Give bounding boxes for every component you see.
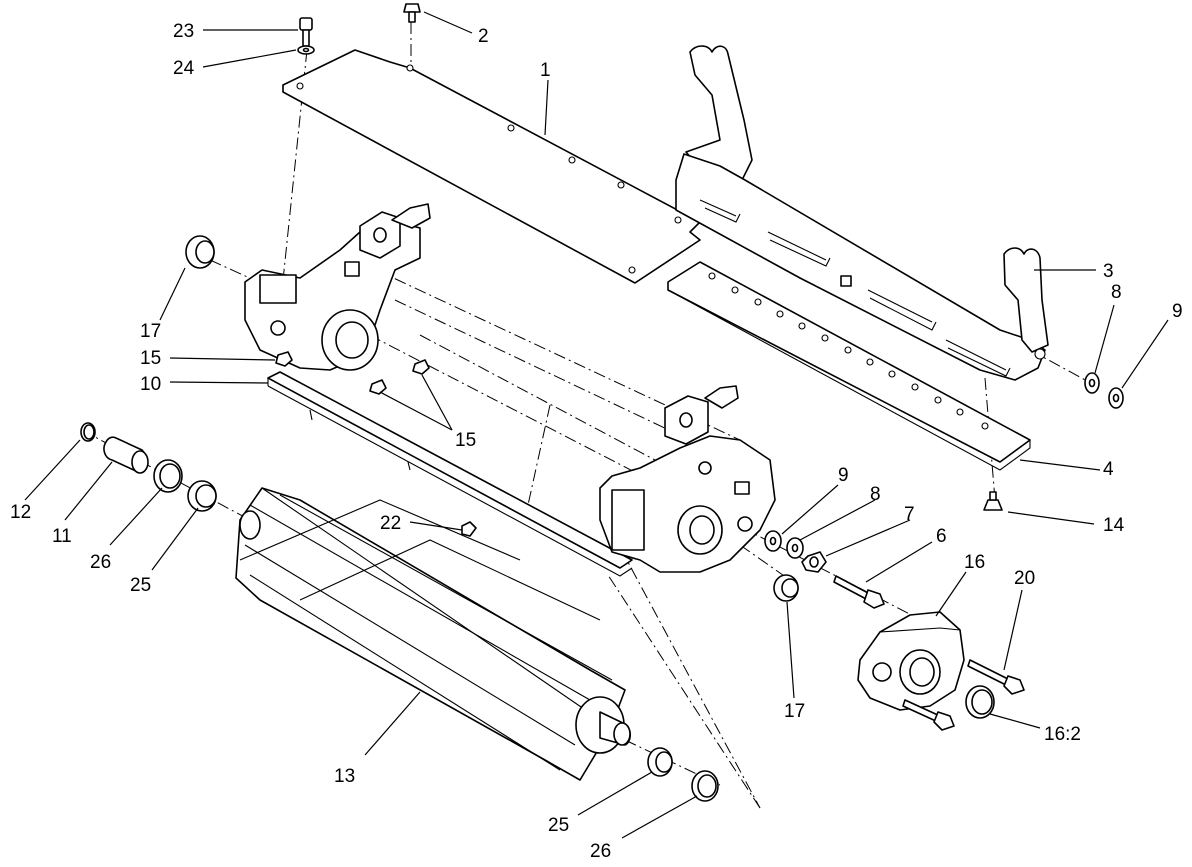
- callout-2: 2: [478, 26, 489, 47]
- callout-12: 12: [10, 502, 31, 523]
- hex-nuts-15: [275, 351, 430, 395]
- callout-4: 4: [1103, 459, 1114, 480]
- callout-9-upper: 9: [1172, 301, 1183, 322]
- callout-8-upper: 8: [1111, 282, 1122, 303]
- bedknife-bar: [667, 261, 1031, 471]
- callout-10: 10: [140, 374, 161, 395]
- callout-17-left: 17: [140, 321, 161, 342]
- callout-26-right: 26: [590, 841, 611, 862]
- callout-9-lower: 9: [838, 465, 849, 486]
- retaining-ring-12: [80, 422, 96, 442]
- right-washers-lower: [764, 530, 804, 559]
- callout-1: 1: [540, 60, 551, 81]
- seal-26-right: [691, 770, 719, 802]
- callout-labels: 23 24 2 1 3 8 9 4 14 17 15 10 15 12 11 2…: [10, 21, 1183, 862]
- housing-bolts-20: [902, 659, 1025, 731]
- callout-15-right: 15: [455, 430, 476, 451]
- screw-22: [461, 521, 477, 537]
- callout-26-left: 26: [90, 552, 111, 573]
- callout-7: 7: [904, 504, 915, 525]
- callout-24: 24: [173, 58, 195, 79]
- callout-25-right: 25: [548, 815, 569, 836]
- callout-11: 11: [52, 526, 72, 547]
- cutting-reel: [235, 487, 632, 781]
- callout-16-2: 16:2: [1044, 724, 1081, 745]
- o-ring-16-2: [965, 685, 995, 719]
- callout-22: 22: [380, 513, 401, 534]
- callout-17-right: 17: [784, 701, 805, 722]
- bolt-6: [833, 575, 885, 609]
- top-plate-screw: [403, 3, 421, 23]
- callout-25-left: 25: [130, 575, 151, 596]
- motor-housing: [857, 611, 965, 711]
- top-screw-and-washer: [297, 17, 315, 55]
- callout-14: 14: [1103, 515, 1125, 536]
- callout-16: 16: [964, 552, 985, 573]
- flange-nut-7: [801, 551, 827, 573]
- callout-23: 23: [173, 21, 194, 42]
- bottom-shield-strip: [267, 371, 633, 577]
- bearing-25-right: [647, 747, 673, 777]
- callout-20: 20: [1014, 568, 1035, 589]
- right-bearing-17: [773, 574, 799, 602]
- bearing-25-left: [187, 480, 217, 512]
- callout-15-left: 15: [140, 348, 161, 369]
- callout-13: 13: [334, 766, 355, 787]
- callout-3: 3: [1103, 261, 1114, 282]
- callout-6: 6: [936, 526, 947, 547]
- left-side-plate: [244, 203, 431, 371]
- bedknife-screw: [983, 491, 1003, 511]
- spacer-11: [103, 436, 149, 474]
- callout-8-lower: 8: [870, 484, 881, 505]
- left-bearing-17: [185, 235, 215, 269]
- seal-26-left: [153, 459, 183, 493]
- side-frame-with-arms: [675, 45, 1049, 381]
- top-shield-plate: [282, 49, 701, 284]
- leader-lines: [24, 11, 1169, 839]
- right-washers-upper: [1084, 372, 1124, 409]
- right-side-plate: [599, 385, 776, 573]
